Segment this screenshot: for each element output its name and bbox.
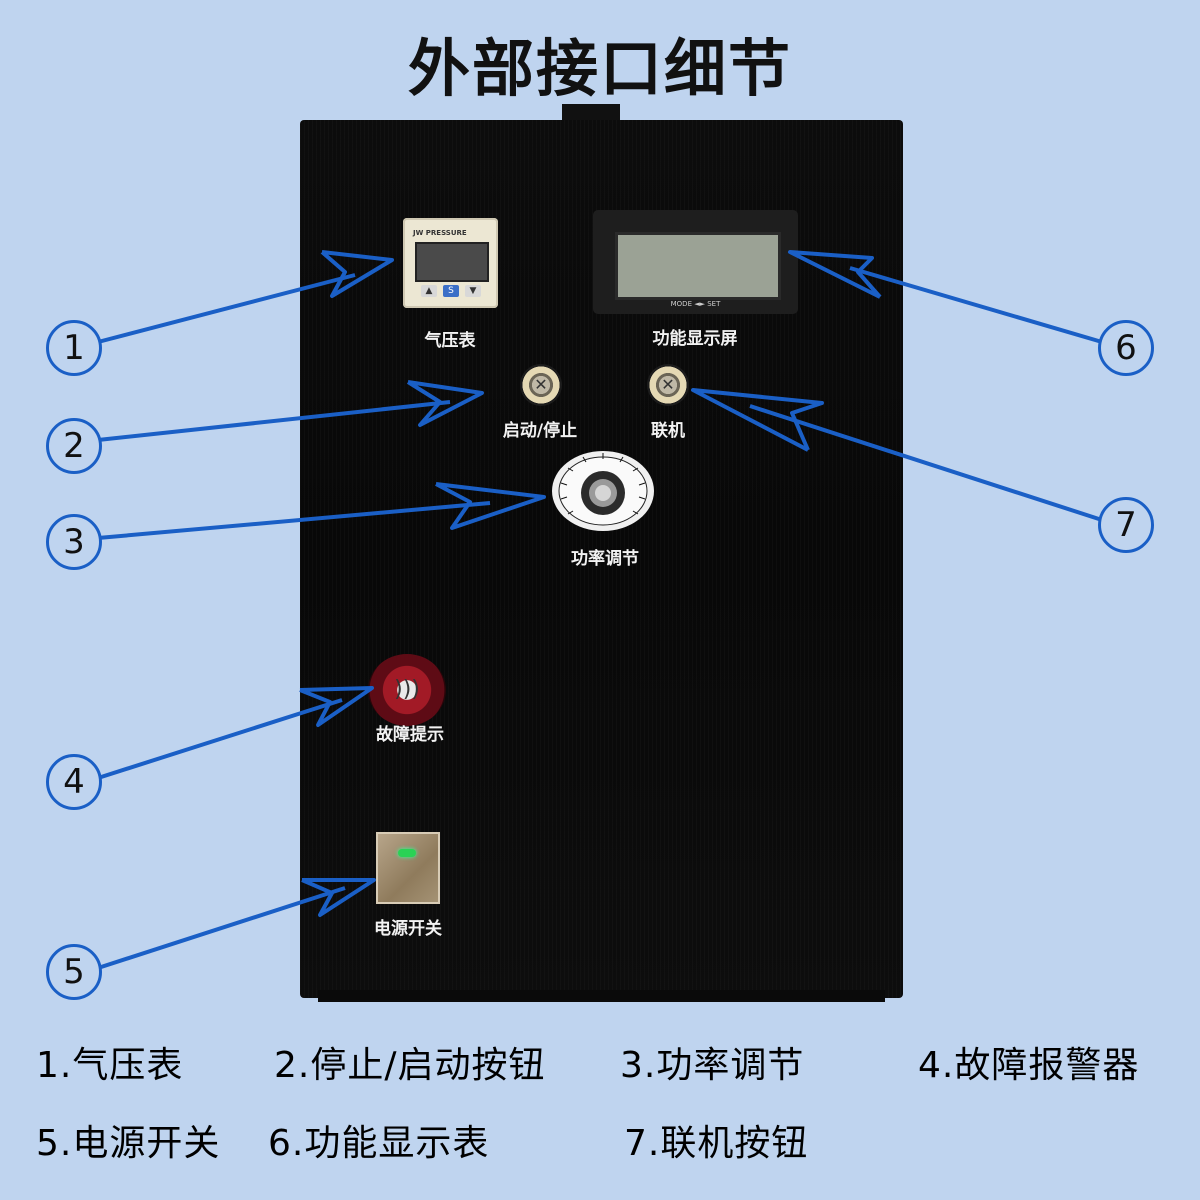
arrow-3 <box>97 501 491 540</box>
callout-7: 7 <box>1098 497 1154 553</box>
gauge-brand: JW PRESSURE <box>413 229 467 237</box>
legend-item-5: 5.电源开关 <box>36 1123 221 1164</box>
sound-wave-icon: ))) <box>394 677 420 702</box>
power-led <box>398 849 416 857</box>
link-label: 联机 <box>651 421 685 441</box>
arrow-7 <box>749 404 1103 522</box>
gauge-down-button[interactable]: ▼ <box>465 285 481 297</box>
legend-item-4: 4.故障报警器 <box>918 1045 1140 1086</box>
legend-item-3: 3.功率调节 <box>620 1045 805 1086</box>
button-x-icon: ✕ <box>534 375 548 394</box>
arrow-2 <box>97 400 451 442</box>
function-display-label: 功能显示屏 <box>652 329 738 349</box>
arrow-1 <box>97 273 356 344</box>
callout-6: 6 <box>1098 320 1154 376</box>
cabinet-base <box>318 990 885 1002</box>
power-switch[interactable] <box>376 832 440 904</box>
arrow-5 <box>97 886 346 970</box>
fault-alarm: ))) <box>368 654 446 726</box>
button-x-icon: ✕ <box>661 375 675 394</box>
pressure-gauge-label: 气压表 <box>424 331 476 351</box>
power-knob[interactable] <box>548 448 658 534</box>
power-switch-label: 电源开关 <box>374 919 442 939</box>
callout-1: 1 <box>46 320 102 376</box>
mode-set-label: MODE ◄► SET <box>670 300 721 308</box>
lcd-screen <box>615 232 781 300</box>
arrow-4 <box>97 698 343 780</box>
callout-2: 2 <box>46 418 102 474</box>
legend-item-1: 1.气压表 <box>36 1045 184 1086</box>
link-button[interactable]: ✕ <box>647 364 689 406</box>
gauge-screen <box>415 242 489 282</box>
legend-item-2: 2.停止/启动按钮 <box>274 1045 546 1086</box>
callout-4: 4 <box>46 754 102 810</box>
start-stop-button[interactable]: ✕ <box>520 364 562 406</box>
function-display: MODE ◄► SET <box>593 210 798 314</box>
callout-3: 3 <box>46 514 102 570</box>
top-handle <box>562 104 620 124</box>
legend-item-6: 6.功能显示表 <box>268 1123 490 1164</box>
start-stop-label: 启动/停止 <box>502 421 578 441</box>
arrow-6 <box>849 266 1103 344</box>
gauge-s-button[interactable]: S <box>443 285 459 297</box>
fault-alarm-label: 故障提示 <box>376 725 444 745</box>
power-knob-label: 功率调节 <box>571 549 639 569</box>
pressure-gauge[interactable]: JW PRESSURE ▲ S ▼ <box>403 218 498 308</box>
callout-5: 5 <box>46 944 102 1000</box>
page-title: 外部接口细节 <box>407 32 792 105</box>
gauge-up-button[interactable]: ▲ <box>421 285 437 297</box>
legend-item-7: 7.联机按钮 <box>624 1123 809 1164</box>
